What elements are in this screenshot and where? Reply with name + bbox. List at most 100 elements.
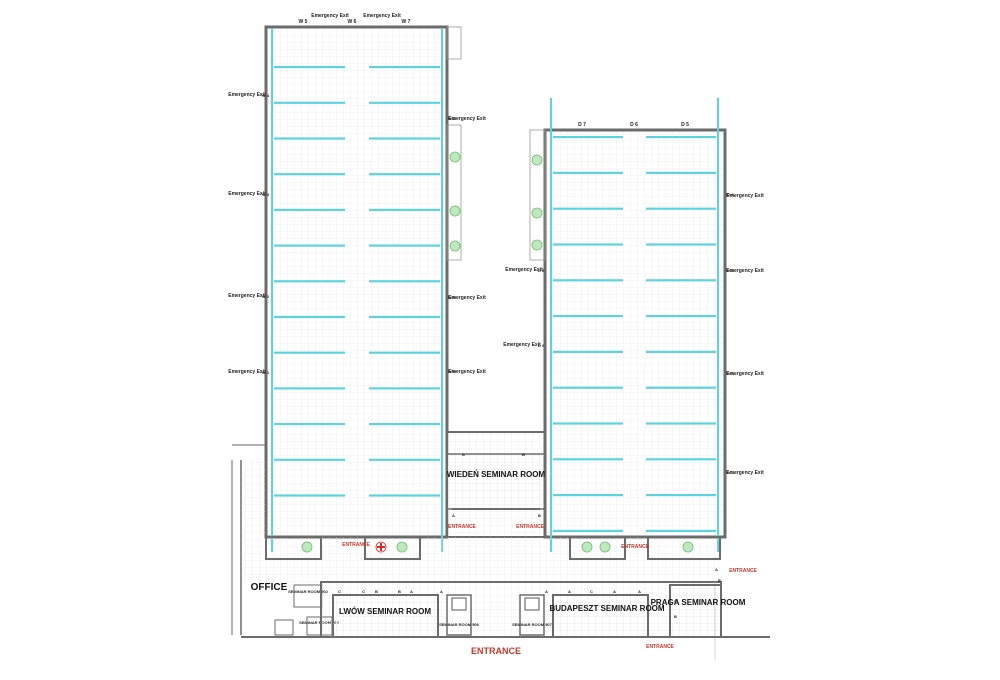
shelf-row (646, 279, 716, 282)
left-hall-top-exits: W 5 W 6 W 7 Emergency Exit Emergency Exi… (299, 13, 411, 25)
shelf-row (274, 387, 345, 390)
shelf-row (274, 137, 345, 140)
shelf-row (553, 386, 623, 389)
room-label-lwow: LWÓW SEMINAR ROOM (339, 607, 431, 616)
door-letter: B (538, 513, 541, 518)
fire-point-icon (396, 541, 408, 553)
emergency-exit-label: Emergency Exit (726, 470, 764, 476)
right-hall-floor (543, 128, 727, 539)
exit-label-w9: W 9 (448, 295, 456, 300)
shelf-row (646, 350, 716, 353)
right-hall (529, 98, 727, 552)
exit-label-d1: D 1 (727, 470, 734, 475)
emergency-exit-label: Emergency Exit (726, 193, 764, 199)
exit-label-w6: W 6 (348, 19, 357, 25)
left-hall-shelving (271, 28, 443, 552)
emergency-exit-label: Emergency Exit (228, 369, 266, 375)
fire-point-icon (449, 240, 461, 252)
lobby-area (265, 536, 721, 582)
shelf-row (369, 458, 440, 461)
shelf-row (646, 386, 716, 389)
shelf-side (717, 98, 719, 552)
exit-label-d9: D 9 (538, 343, 545, 348)
room-label-office: OFFICE (251, 582, 288, 593)
shelf-row (553, 422, 623, 425)
exit-label-d4: D 4 (727, 192, 734, 197)
shelf-row (274, 458, 345, 461)
entrance-label: ENTRANCE (646, 644, 674, 650)
exit-label-w3: W 3 (262, 192, 270, 197)
exit-label-d2: D 2 (727, 371, 734, 376)
door-letter: B (674, 614, 677, 619)
exit-label-w1: W 1 (262, 370, 270, 375)
room-label-wieden: WIEDEŃ SEMINAR ROOM (447, 470, 546, 479)
shelf-side (550, 98, 552, 552)
emergency-exit-label: Emergency Exit (363, 13, 401, 19)
shelf-row (369, 494, 440, 497)
entrance-label: ENTRANCE (448, 524, 476, 530)
room-label-budapeszt: BUDAPESZT SEMINAR ROOM (549, 604, 664, 613)
left-hall (264, 25, 462, 552)
shelf-row (369, 280, 440, 283)
shelf-row (369, 244, 440, 247)
fire-point-icon (599, 541, 611, 553)
entrance-label: ENTRANCE (516, 524, 544, 530)
door-letter: B (398, 589, 401, 594)
exit-label-d6: D 6 (630, 122, 638, 128)
right-hall-exits: D 7 D 6 D 5 D 4 D 3 D 2 D 1 Emergency Ex… (503, 122, 764, 476)
door-letter: C (362, 589, 365, 594)
shelf-row (646, 136, 716, 139)
shelf-row (369, 66, 440, 69)
exit-label-w7: W 7 (402, 19, 411, 25)
room-label-507: SEMINAR ROOM 507 (512, 622, 553, 627)
shelf-row (646, 207, 716, 210)
emergency-exit-label: Emergency Exit (448, 116, 486, 122)
room-label-praga: PRAGA SEMINAR ROOM (651, 598, 746, 607)
shelf-row (553, 171, 623, 174)
door-letter: A (410, 589, 413, 594)
entrance-label: ENTRANCE (342, 542, 370, 548)
shelf-row (553, 279, 623, 282)
exit-label-w9: W 9 (448, 369, 456, 374)
shelf-row (274, 173, 345, 176)
door-letter: A (462, 452, 465, 457)
shelf-row (274, 280, 345, 283)
emergency-exit-label: Emergency Exit (505, 267, 543, 273)
shelf-row (369, 351, 440, 354)
emergency-exit-label: Emergency Exit (448, 369, 486, 375)
exit-label-d7: D 7 (578, 122, 586, 128)
entrance-labels: ENTRANCE ENTRANCE ENTRANCE ENTRANCE ENTR… (342, 524, 757, 656)
shelf-row (646, 315, 716, 318)
fire-point-icon (581, 541, 593, 553)
shelf-row (646, 171, 716, 174)
main-entrance-label: ENTRANCE (471, 646, 521, 656)
exit-label-d5: D 5 (681, 122, 689, 128)
shelf-row (646, 529, 716, 532)
door-letter: A (715, 567, 718, 572)
shelf-row (646, 494, 716, 497)
shelf-side (271, 28, 273, 552)
shelf-row (369, 137, 440, 140)
shelf-row (553, 494, 623, 497)
entrance-label: ENTRANCE (729, 568, 757, 574)
shelf-row (369, 387, 440, 390)
fire-point-icon (301, 541, 313, 553)
shelf-row (553, 315, 623, 318)
door-letter: A (452, 513, 455, 518)
shelf-side (441, 28, 443, 552)
shelf-row (646, 243, 716, 246)
fire-point-icon (531, 239, 543, 251)
shelf-row (369, 101, 440, 104)
door-letter: B (375, 589, 378, 594)
door-letter: A (638, 589, 641, 594)
emergency-exit-label: Emergency Exit (228, 92, 266, 98)
fire-point-icon (449, 151, 461, 163)
left-hall-side-exits: Emergency Exit Emergency Exit Emergency … (228, 92, 486, 375)
exit-label-d8: D 8 (538, 268, 545, 273)
door-letter: B (522, 452, 525, 457)
first-aid-icon (375, 541, 387, 553)
emergency-exit-label: Emergency Exit (726, 268, 764, 274)
emergency-exit-label: Emergency Exit (448, 295, 486, 301)
office-block: OFFICE SEMINAR ROOM 502 SEMINAR ROOM 504 (231, 444, 340, 636)
